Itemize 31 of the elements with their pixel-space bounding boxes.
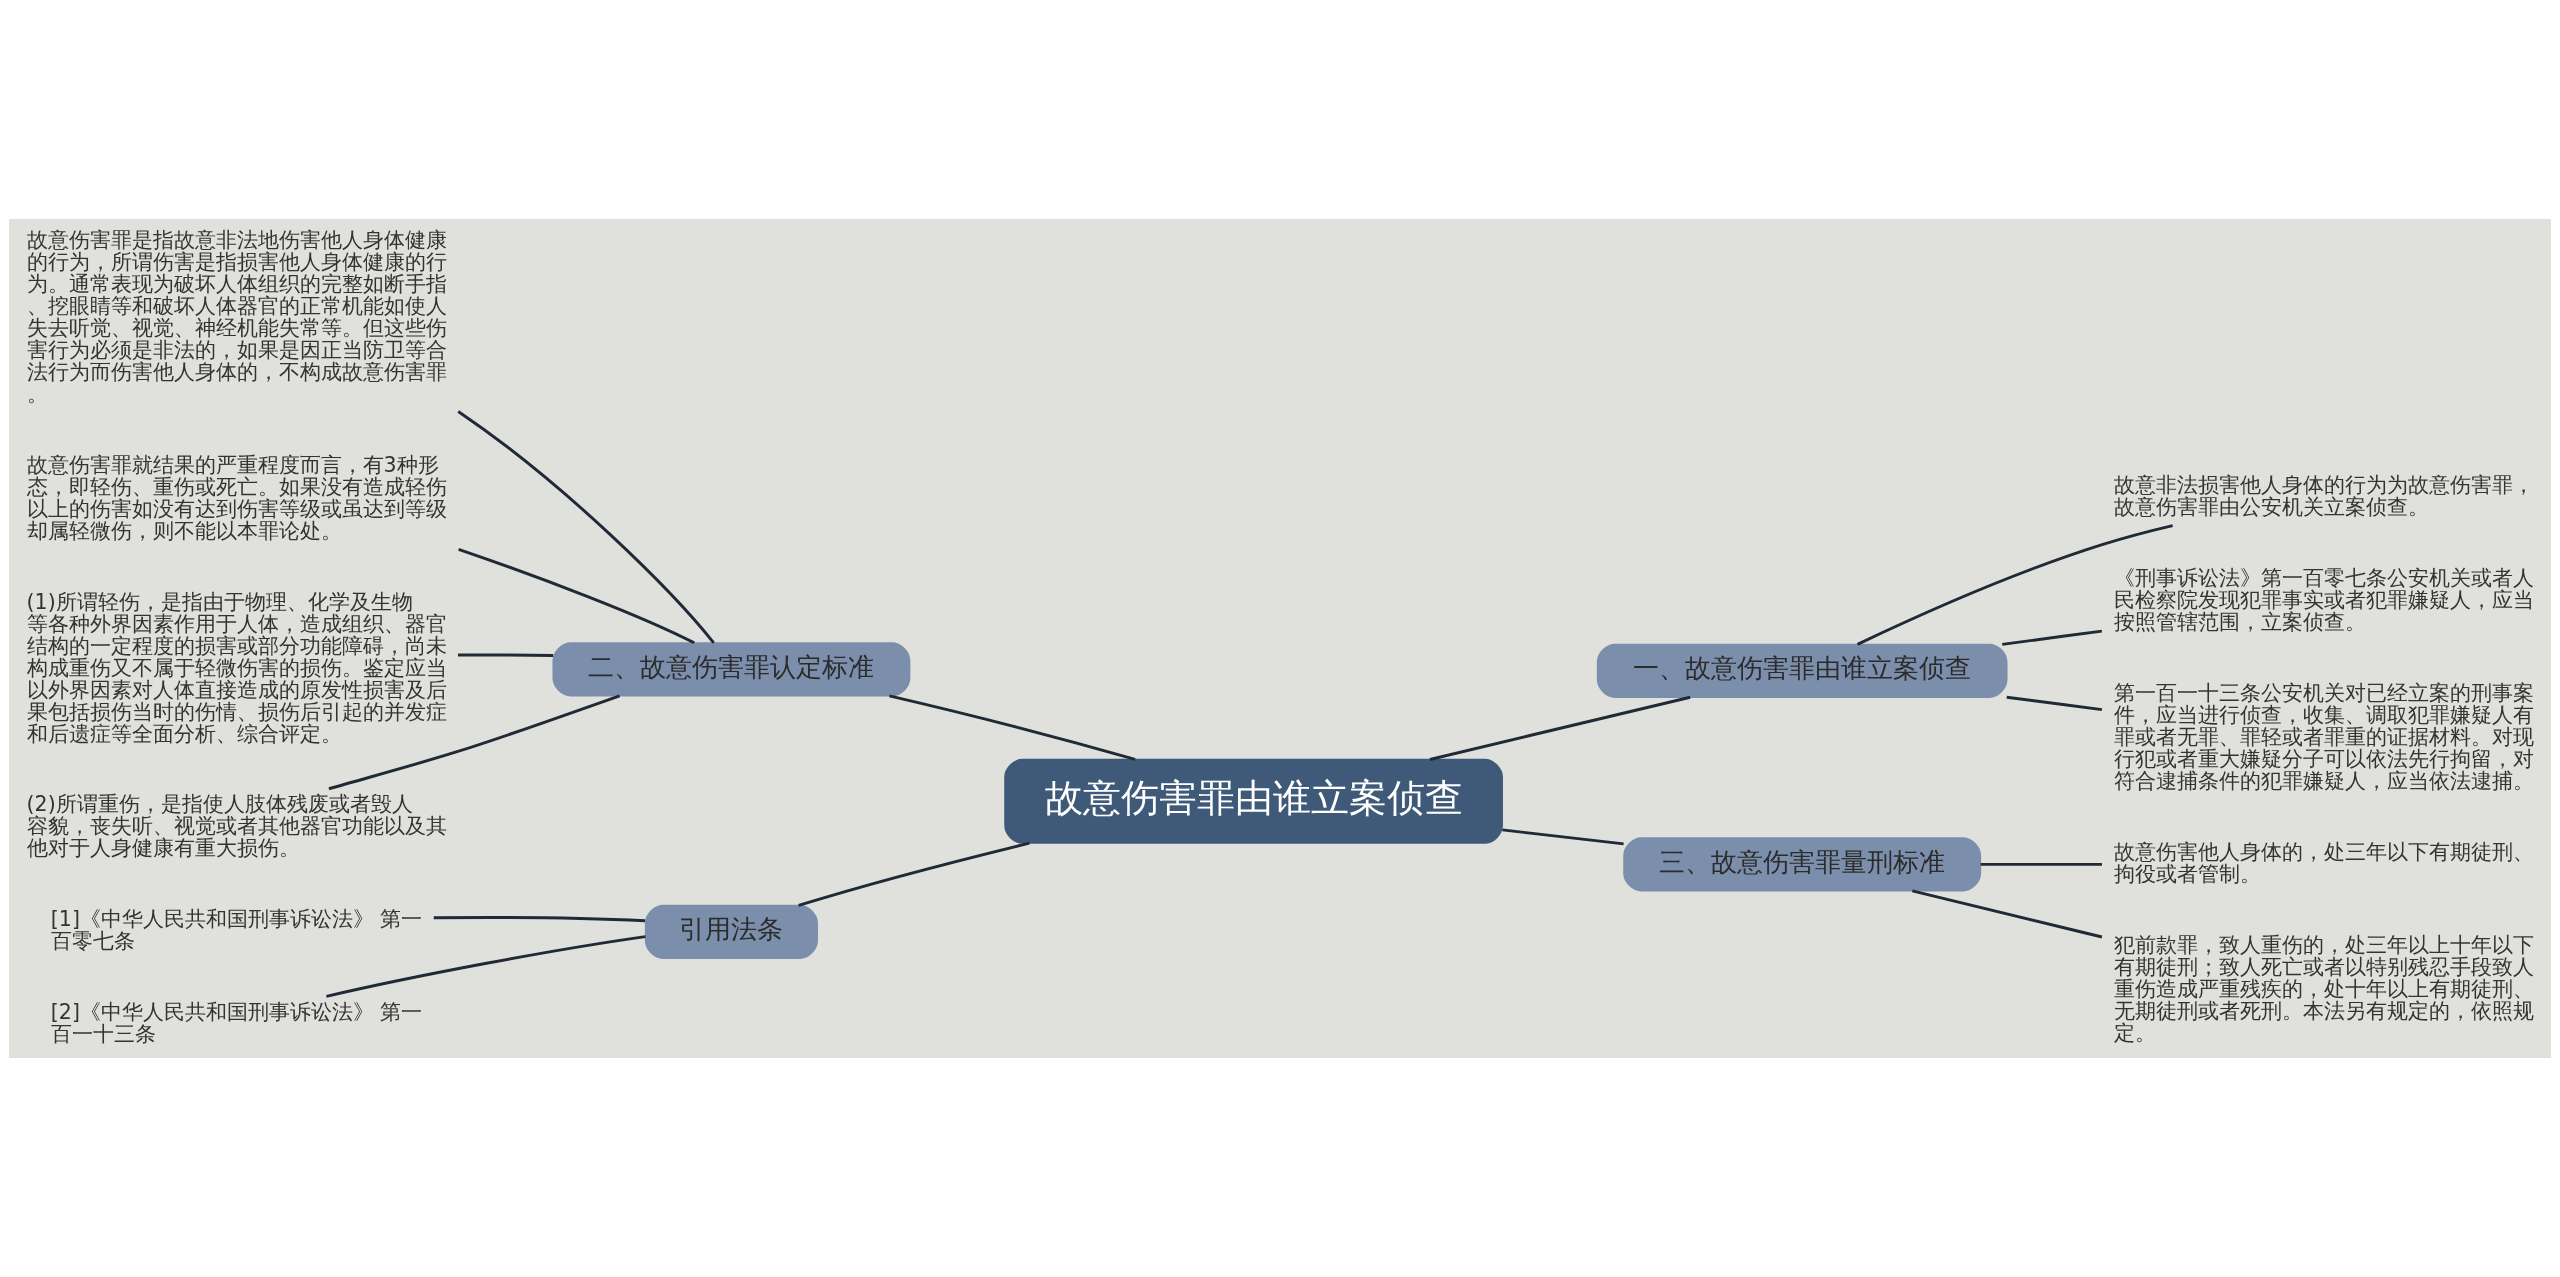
node-text: (1)所谓轻伤，是指由于物理、化学及生物等各种外界因素作用于人体，造成组织、器官结构的一定程度的损害或部分功能障碍，尚未构成重伤又不属于轻微伤害的损伤。鉴定应当以外界因素对人体直接造成的原发性损害及后果包括损伤当时的伤情、损伤后引起的并发症和后遗症等全面分析、综合评定。 (26, 589, 447, 746)
connector (433, 916, 646, 923)
connector (458, 547, 695, 645)
node-text: (2)所谓重伤，是指使人肢体残废或者毁人容貌，丧失听、视觉或者其他器官功能以及其他对于人身健康有重大损伤。 (26, 792, 447, 861)
node-text: 故意伤害罪就结果的严重程度而言，有3种形态，即轻伤、重伤或死亡。如果没有造成轻伤以上的伤害如没有达到伤害等级或虽达到等级却属轻微伤，则不能以本罪论处。 (26, 452, 447, 543)
connector (1429, 695, 1691, 761)
connector (326, 935, 646, 998)
node-text: 故意伤害罪是指故意非法地伤害他人身体健康的行为，所谓伤害是指损害他人身体健康的行为。通常表现为破坏人体组织的完整如断手指、挖眼睛等和破坏人体器官的正常机能如使人失去听觉、视觉、神经机能失常等。但这些伤害行为必须是非法的，如果是因正当防卫等合法行为而伤害他人身体的，不构成故意伤害罪。 (26, 228, 447, 407)
node-box: 引用法条 (644, 904, 818, 959)
connector (1856, 524, 2173, 646)
connector (1502, 828, 1624, 846)
connector (889, 694, 1136, 761)
connector (328, 694, 621, 791)
node-text: 第一百一十三条公安机关对已经立案的刑事案件，应当进行侦查，收集、调取犯罪嫌疑人有罪或者无罪、罪轻或者罪重的证据材料。对现行犯或者重大嫌疑分子可以依法先行拘留，对符合逮捕条件的犯罪嫌疑人，应当依法逮捕。 (2113, 680, 2534, 793)
node-box: 一、故意伤害罪由谁立案侦查 (1596, 643, 2008, 698)
node-text: [1]《中华人民共和国刑事诉讼法》 第一百零七条 (50, 907, 423, 954)
node-box: 三、故意伤害罪量刑标准 (1623, 837, 1982, 892)
connector (798, 841, 1030, 907)
connector (1980, 862, 2102, 866)
connector (2006, 695, 2103, 712)
node-text: 犯前款罪，致人重伤的，处三年以上十年以下有期徒刑；致人死亡或者以特别残忍手段致人重伤造成严重残疾的，处十年以上有期徒刑、无期徒刑或者死刑。本法另有规定的，依照规定。 (2113, 932, 2534, 1045)
connector (2002, 629, 2102, 646)
node-text: [2]《中华人民共和国刑事诉讼法》 第一百一十三条 (50, 999, 423, 1046)
node-text: 故意非法损害他人身体的行为为故意伤害罪，故意伤害罪由公安机关立案侦查。 (2113, 473, 2534, 520)
connector (458, 653, 554, 657)
node-box: 二、故意伤害罪认定标准 (552, 642, 911, 697)
connector (1912, 889, 2103, 939)
node-box: 故意伤害罪由谁立案侦查 (1004, 758, 1503, 844)
node-text: 故意伤害他人身体的，处三年以下有期徒刑、拘役或者管制。 (2113, 839, 2534, 886)
connector (457, 410, 715, 644)
node-text: 《刑事诉讼法》第一百零七条公安机关或者人民检察院发现犯罪事实或者犯罪嫌疑人，应当按照管辖范围，立案侦查。 (2113, 566, 2534, 635)
